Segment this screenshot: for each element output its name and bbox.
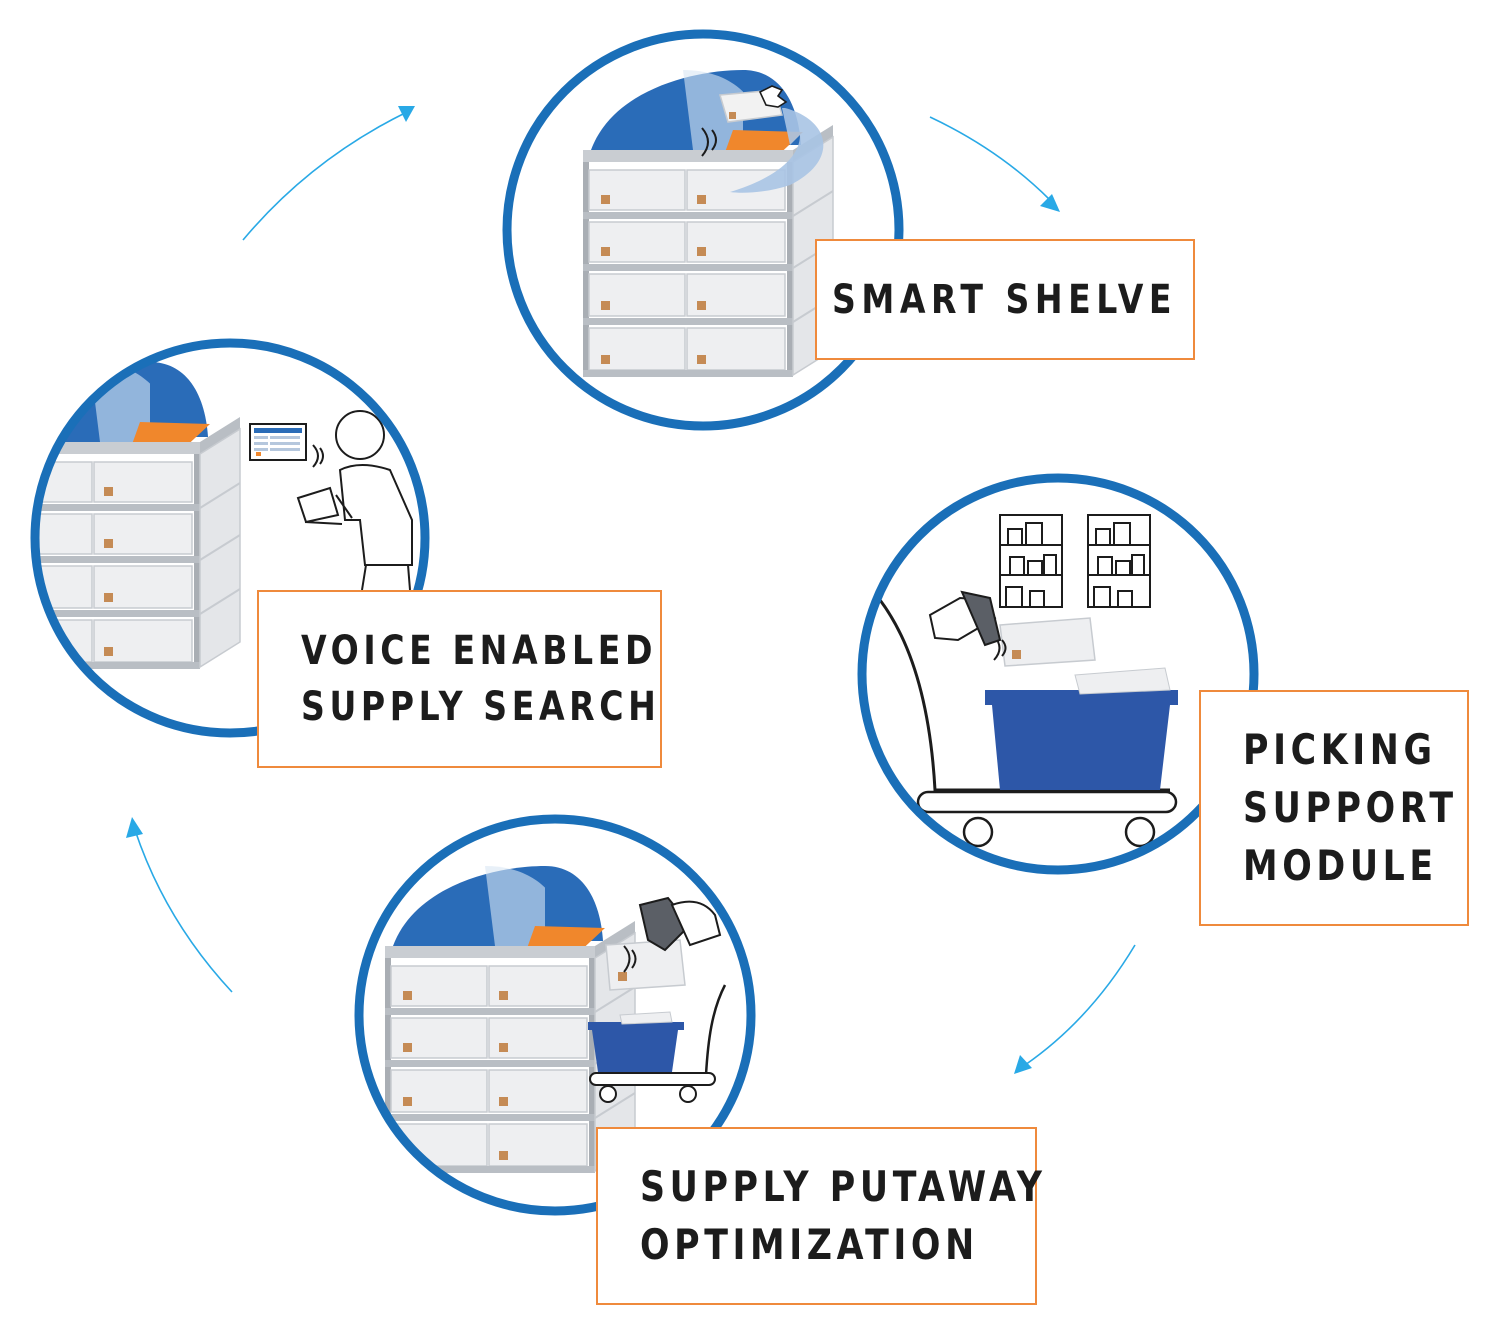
arrowhead-icon <box>126 817 143 838</box>
supply-putaway-label-line-2: OPTIMIZATION <box>640 1220 979 1269</box>
picking-support-label-line-3: MODULE <box>1243 841 1438 890</box>
step-ring <box>354 814 756 1216</box>
arrowhead-icon <box>1014 1055 1032 1074</box>
arrowhead-icon <box>1040 194 1060 212</box>
cart-with-scanner-and-racks-icon <box>857 473 1259 875</box>
picking-support-label-box: PICKING SUPPORT MODULE <box>1199 690 1469 926</box>
voice-search-label-box: VOICE ENABLED SUPPLY SEARCH <box>257 590 662 768</box>
voice-search-label-line-1: VOICE ENABLED <box>301 628 658 674</box>
arrowhead-icon <box>398 106 415 122</box>
shelf-with-scanner-and-cart-icon <box>354 814 756 1216</box>
supply-putaway-label-line-1: SUPPLY PUTAWAY <box>640 1162 1047 1211</box>
picking-support-label-line-2: SUPPORT <box>1243 783 1458 832</box>
arrow-smart-to-picking <box>929 116 1051 201</box>
smart-shelve-label: SMART SHELVE <box>832 276 1178 323</box>
shelf-with-person-and-tablet-icon <box>30 338 430 738</box>
arrow-voice-to-smart <box>242 112 406 241</box>
arrow-putaway-to-voice <box>134 829 233 993</box>
smart-shelve-label-box: SMART SHELVE <box>815 239 1195 360</box>
step-ring <box>502 29 904 431</box>
arrow-picking-to-putaway <box>1024 944 1136 1066</box>
voice-search-label-line-2: SUPPLY SEARCH <box>301 684 661 730</box>
supply-putaway-label-box: SUPPLY PUTAWAY OPTIMIZATION <box>596 1127 1042 1305</box>
smart-shelf-with-hand-placing-box-icon <box>502 29 904 431</box>
cycle-arrows <box>134 112 1136 1066</box>
step-ring <box>857 473 1259 875</box>
picking-support-label-line-1: PICKING <box>1243 725 1437 774</box>
step-ring <box>30 338 430 738</box>
